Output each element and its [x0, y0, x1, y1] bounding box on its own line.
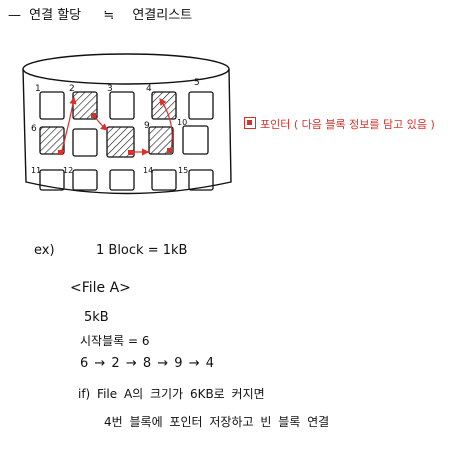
disk-block: [72, 169, 98, 191]
pointer-marker: [128, 150, 133, 155]
start-block: 시작블록 = 6: [80, 334, 150, 348]
disk-block: [182, 125, 209, 155]
disk-block: [106, 126, 135, 158]
disk-block: [39, 91, 65, 120]
block-number-11: 11: [31, 166, 41, 175]
disk-block: [148, 126, 174, 155]
pointer-marker: [167, 148, 172, 153]
pointer-arrow: [94, 116, 108, 131]
block-chain: 6 → 2 → 8 → 9 → 4: [80, 356, 215, 371]
if-line-2: 4번 블록에 포인터 저장하고 빈 블록 연결: [104, 415, 330, 429]
title-left: 연결 할당: [29, 8, 82, 23]
file-name: <File A>: [70, 280, 131, 296]
disk-block: [72, 128, 98, 157]
pointer-marker: [58, 150, 63, 155]
title-equiv: ≒: [103, 8, 115, 23]
disk-block: [39, 126, 65, 155]
block-size: 1 Block = 1kB: [96, 243, 188, 258]
disk-body: [22, 68, 232, 195]
block-number-12: 12: [63, 166, 73, 175]
title-right: 연결리스트: [132, 8, 193, 23]
block-number-9: 9: [144, 121, 150, 131]
if-line-1: if) File A의 크기가 6KB로 커지면: [78, 387, 265, 401]
block-number-1: 1: [35, 84, 41, 94]
page-title: — 연결 할당 ≒ 연결리스트: [8, 9, 196, 23]
disk-block: [151, 169, 177, 191]
block-number-15: 15: [178, 166, 188, 175]
example-label: ex): [34, 243, 55, 258]
disk-block: [188, 169, 214, 191]
block-number-10: 10: [177, 118, 187, 127]
block-number-3: 3: [107, 84, 113, 94]
pointer-legend-text: 포인터 ( 다음 블록 정보를 담고 있음 ): [260, 118, 435, 131]
pointer-legend: 포인터 ( 다음 블록 정보를 담고 있음 ): [244, 117, 435, 132]
block-number-2: 2: [69, 84, 75, 94]
pointer-legend-icon: [244, 117, 256, 129]
disk-block: [109, 169, 135, 191]
title-dash: —: [8, 8, 21, 23]
block-number-5: 5: [194, 78, 200, 88]
disk-block: [188, 91, 214, 120]
pointer-arrow: [159, 98, 173, 151]
block-number-14: 14: [143, 166, 153, 175]
disk-block: [109, 91, 135, 120]
block-number-6: 6: [31, 124, 37, 134]
disk-block: [39, 169, 65, 191]
file-size: 5kB: [84, 310, 109, 325]
pointer-arrow: [61, 96, 77, 151]
block-number-4: 4: [146, 84, 152, 94]
pointer-marker: [91, 113, 96, 118]
